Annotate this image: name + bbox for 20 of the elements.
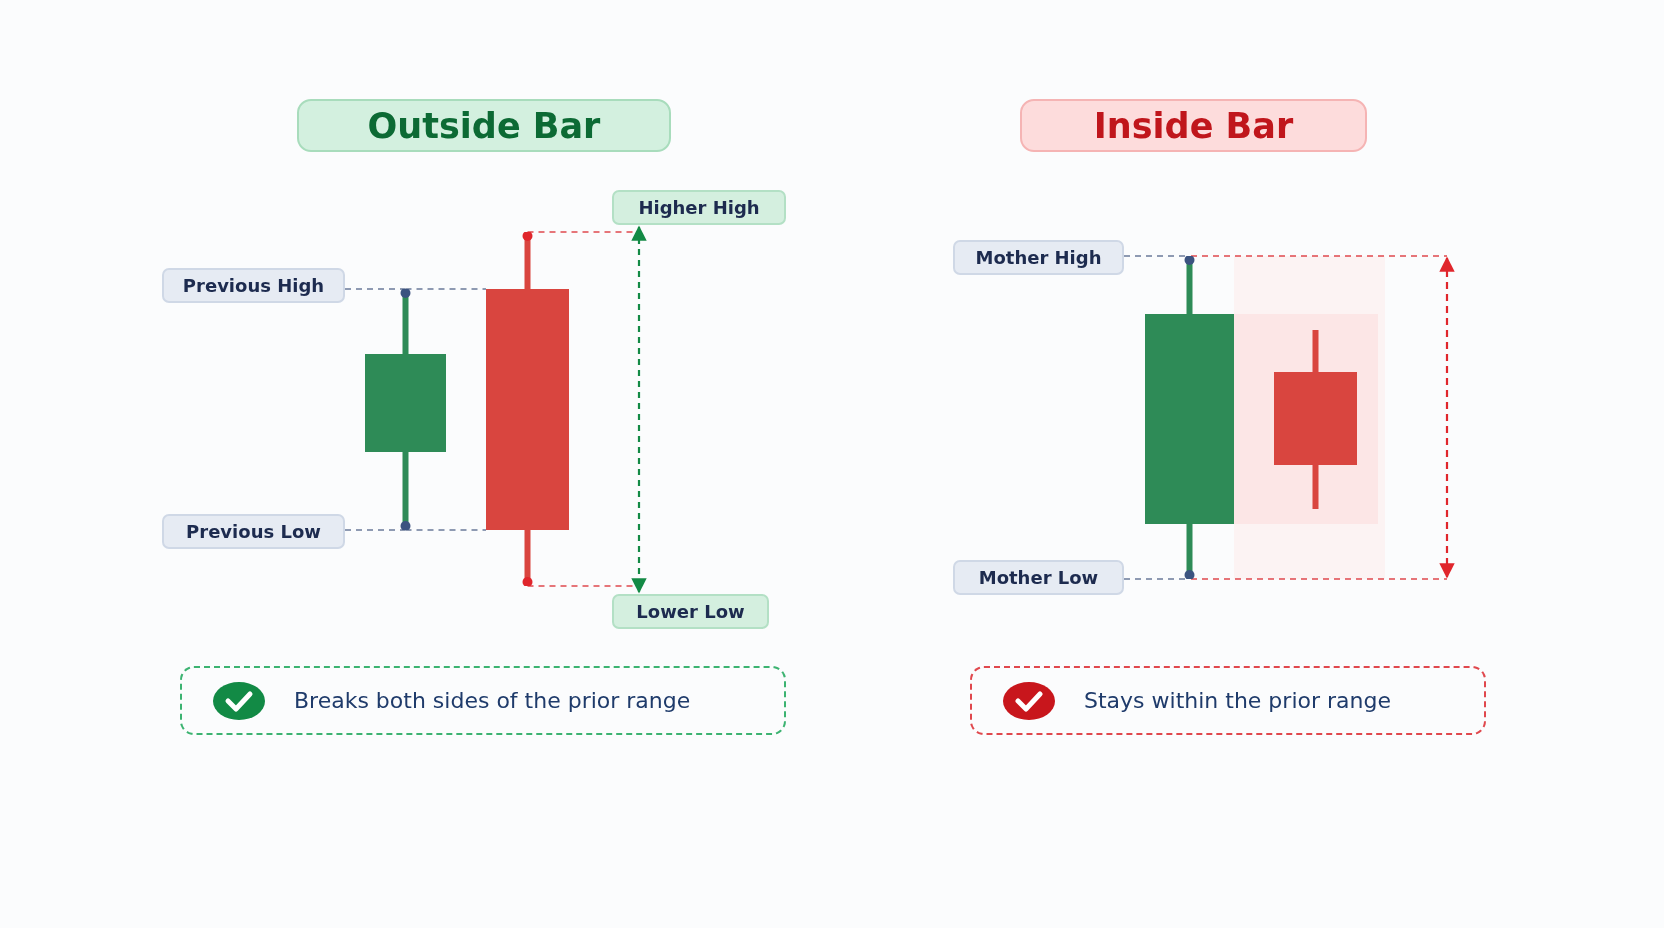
note-text: Stays within the prior range [1084,688,1391,713]
leader-line [344,288,407,290]
note-box [180,666,786,735]
level-label: Higher High [612,190,786,225]
note-box [970,666,1486,735]
leader-line [404,288,487,290]
title-badge: Outside Bar [297,99,671,152]
candlestick [1145,256,1234,579]
level-label: Lower Low [612,594,769,629]
level-label: Mother High [953,240,1124,275]
title-badge: Inside Bar [1020,99,1367,152]
level-label: Mother Low [953,560,1124,595]
leader-line [404,529,487,531]
note-text: Breaks both sides of the prior range [294,688,691,713]
range-arrow [631,225,647,594]
candlestick [486,232,569,586]
candlestick [365,289,446,530]
level-label: Previous Low [162,514,345,549]
leader-line [344,529,407,531]
level-label: Previous High [162,268,345,303]
